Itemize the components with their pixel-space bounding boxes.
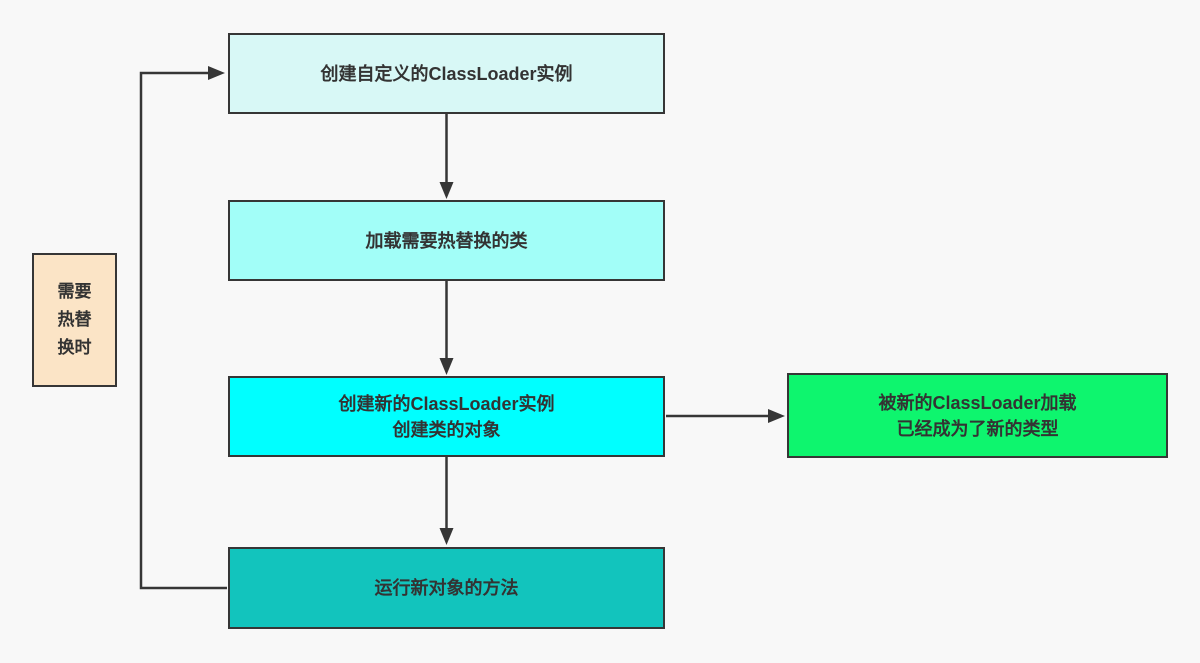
node-load-hot-swap-class: 加载需要热替换的类 (228, 200, 665, 281)
node-label-line2: 已经成为了新的类型 (896, 418, 1059, 439)
node-create-new-classloader: 创建新的ClassLoader实例 创建类的对象 (228, 376, 665, 457)
node-label: 运行新对象的方法 (374, 578, 519, 598)
node-create-custom-classloader: 创建自定义的ClassLoader实例 (228, 33, 665, 114)
arrowhead-loop-step4-step1 (208, 66, 225, 80)
node-label: 加载需要热替换的类 (365, 230, 528, 251)
node-label-line1: 被新的ClassLoader加载 (878, 392, 1077, 413)
node-label-line2: 热替 (57, 310, 92, 329)
node-label-line1: 创建新的ClassLoader实例 (338, 393, 555, 414)
node-label-line1: 需要 (57, 282, 92, 301)
arrowhead-step3-step4 (439, 528, 454, 545)
arrowhead-step1-step2 (439, 182, 454, 199)
edge-loop-step4-step1 (139, 71, 227, 590)
node-loaded-by-new-classloader: 被新的ClassLoader加载 已经成为了新的类型 (787, 373, 1168, 458)
node-run-new-object-method: 运行新对象的方法 (228, 547, 665, 629)
arrowhead-step2-step3 (439, 358, 454, 375)
node-label-line2: 创建类的对象 (392, 419, 501, 440)
arrowhead-step3-result (768, 409, 785, 423)
node-hot-swap-condition: 需要 热替 换时 (32, 253, 117, 387)
node-label: 创建自定义的ClassLoader实例 (320, 63, 573, 84)
node-label-line3: 换时 (57, 338, 92, 357)
